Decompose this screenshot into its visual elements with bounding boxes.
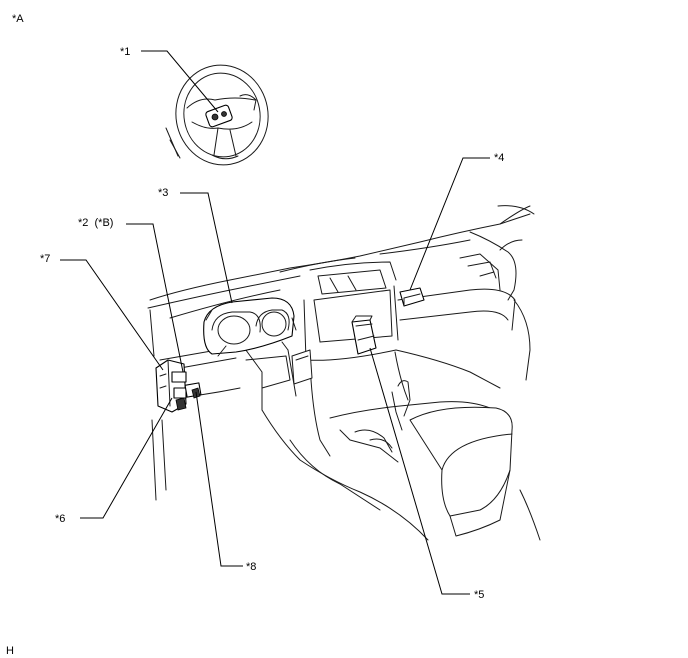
leader-c7 (60, 259, 164, 371)
steering-switch-assembly (205, 104, 233, 128)
callout-8: *8 (246, 561, 256, 573)
callout-2: *2 (*B) (78, 217, 113, 229)
leader-c1 (141, 50, 219, 113)
instrument-panel-drawing (147, 205, 541, 541)
callout-6: *6 (55, 513, 65, 525)
junction-block-assembly (155, 359, 187, 413)
leader-lines (60, 50, 490, 595)
leader-c4 (409, 157, 490, 291)
leader-c5 (369, 347, 470, 595)
leader-c8 (195, 391, 243, 567)
callout-7: *7 (40, 253, 50, 265)
leader-c6 (80, 397, 173, 519)
leader-c3 (180, 192, 233, 304)
view-label: *A (12, 13, 24, 25)
leader-c2 (126, 223, 184, 373)
figure-code: H (6, 645, 14, 657)
main-body-ecu (184, 382, 202, 399)
callout-4: *4 (494, 152, 504, 164)
callout-3: *3 (158, 187, 168, 199)
callout-5: *5 (474, 589, 484, 601)
callout-1: *1 (120, 46, 130, 58)
passenger-side-module (399, 287, 425, 307)
steering-wheel-drawing (165, 64, 269, 166)
callout-labels: *1 *2 (*B) *3 *4 *5 *6 *7 *8 (40, 46, 504, 601)
combination-meter-assembly (203, 297, 297, 357)
center-console-ecu (351, 315, 377, 355)
